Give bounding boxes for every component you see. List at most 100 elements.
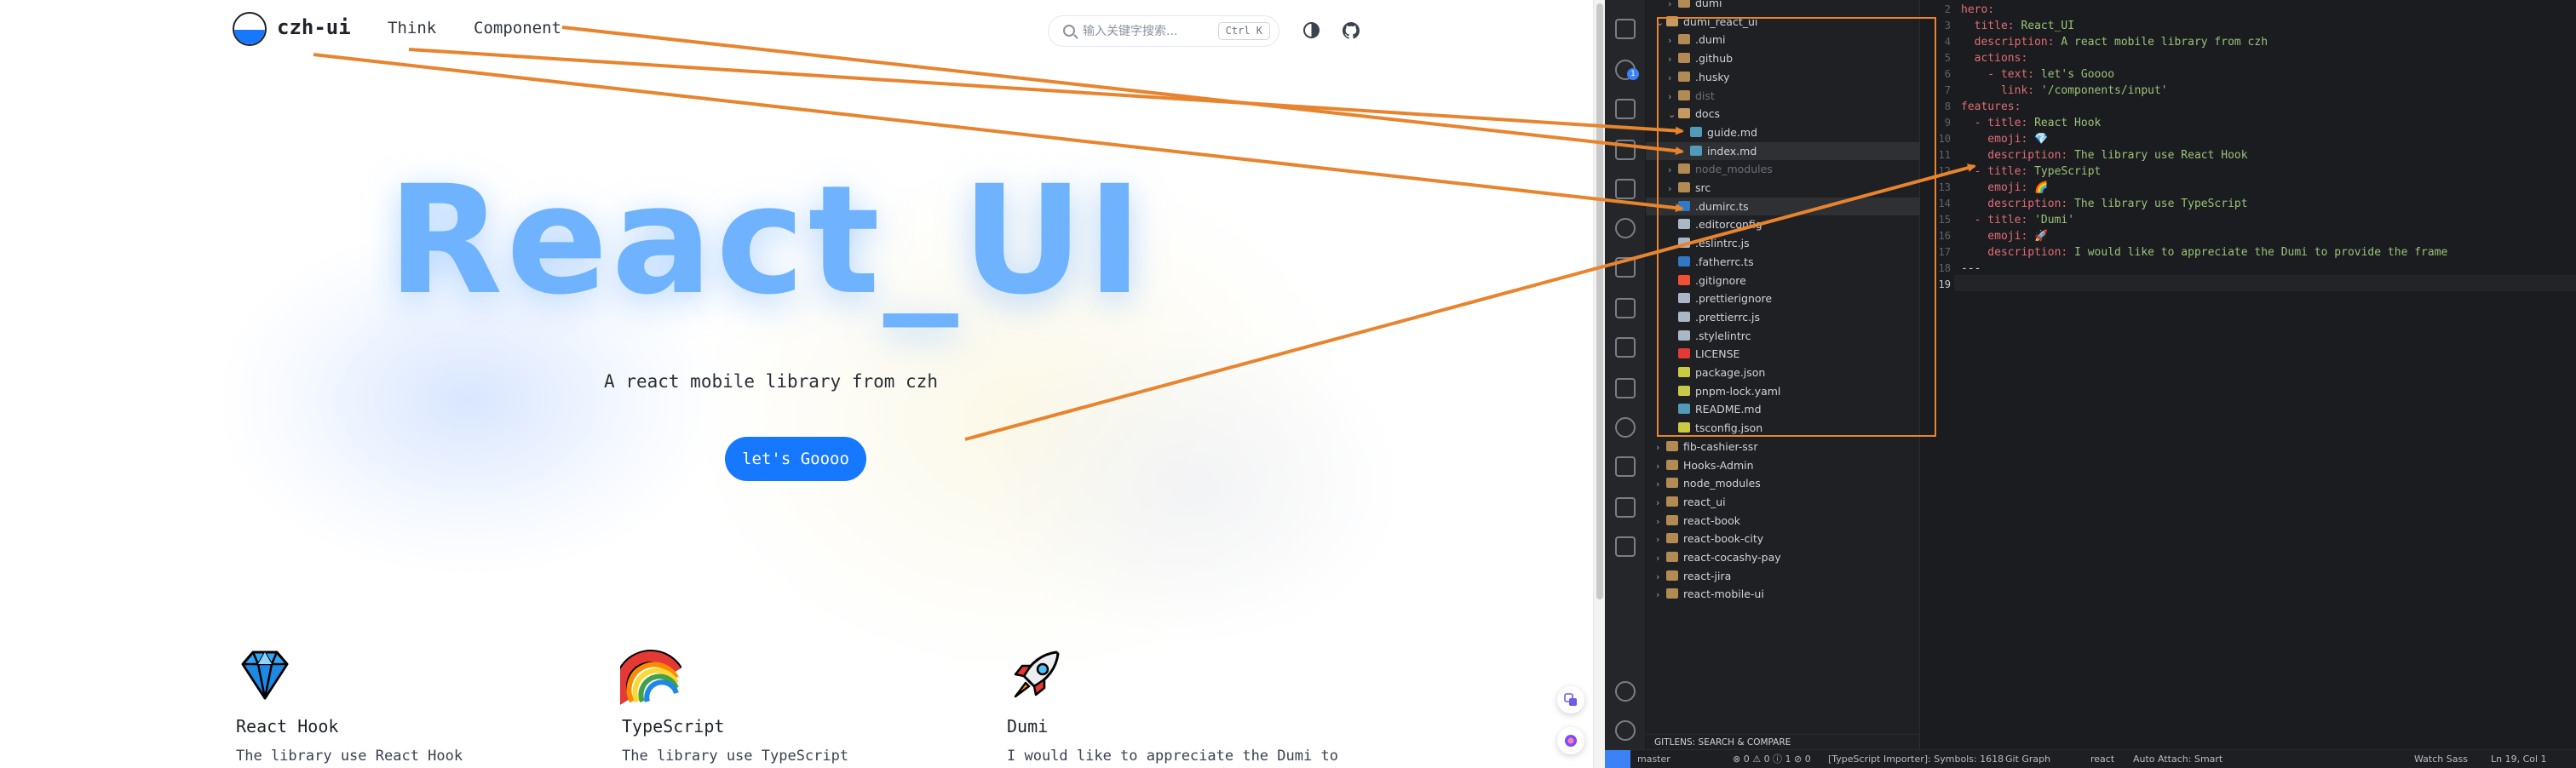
search-box[interactable]: Ctrl K <box>1048 15 1279 47</box>
explorer-item[interactable]: › react-cocashy-pay <box>1646 548 1920 566</box>
line-number: 10 <box>1938 133 1951 145</box>
explorer-item[interactable]: ›fib-cashier-ssr <box>1646 438 1920 456</box>
theme-toggle-icon[interactable] <box>1303 22 1320 38</box>
chevron-icon: › <box>1656 589 1660 601</box>
settings-gear-icon[interactable] <box>1615 720 1636 741</box>
search-shortcut-badge: Ctrl K <box>1217 22 1270 40</box>
hero-title-text: React_UI <box>387 153 1147 328</box>
search-icon <box>1063 25 1075 37</box>
layers-icon[interactable] <box>1615 337 1636 358</box>
status-react[interactable]: react <box>2090 754 2115 765</box>
yaml-key: emoji: <box>1961 181 2035 194</box>
code-line: actions: <box>1961 52 2028 65</box>
site-scrollbar-thumb[interactable] <box>1596 3 1603 599</box>
status-branch[interactable]: master <box>1637 754 1670 765</box>
float-translate-button[interactable] <box>1557 686 1584 714</box>
code-line: - title: 'Dumi' <box>1961 214 2074 226</box>
explorer-item-label: dist <box>1695 89 1715 102</box>
yaml-key: emoji: <box>1961 133 2035 146</box>
folder-file-icon <box>1666 459 1678 470</box>
yaml-key: - text: <box>1961 68 2041 81</box>
explorer-item-label: Hooks-Admin <box>1683 458 1754 472</box>
chevron-icon: › <box>1656 479 1660 490</box>
package-icon[interactable] <box>1615 378 1636 398</box>
code-line: description: I would like to appreciate … <box>1961 246 2447 259</box>
yaml-key: description: <box>1961 36 2061 49</box>
thunder-client-icon[interactable] <box>1615 417 1636 438</box>
status-git-graph[interactable]: Git Graph <box>2005 754 2051 765</box>
remote-indicator[interactable] <box>1605 750 1630 768</box>
github-icon[interactable] <box>1343 22 1360 39</box>
yaml-key: - title: <box>1961 214 2035 226</box>
explorer-item-label: react-jira <box>1683 569 1732 582</box>
yaml-value: '/components/input' <box>2040 84 2168 97</box>
brand-name[interactable]: czh-ui <box>277 15 351 39</box>
accounts-icon[interactable] <box>1615 681 1636 702</box>
explorer-item[interactable]: ›react_ui <box>1646 493 1920 511</box>
code-line: description: The library use TypeScript <box>1961 198 2247 210</box>
explorer-item-label: react-cocashy-pay <box>1683 551 1781 564</box>
code-line: description: The library use React Hook <box>1961 149 2247 162</box>
status-cursor-position[interactable]: Ln 19, Col 1 <box>2491 754 2547 765</box>
feature-description: The library use React Hook <box>236 748 463 765</box>
feature-title: Dumi <box>1007 716 1049 736</box>
explorer-item[interactable]: ›dumi <box>1646 0 1920 12</box>
yaml-value: let's Goooo <box>2040 68 2115 81</box>
explorer-item[interactable]: index.md <box>1646 141 1920 160</box>
explorer-item[interactable]: ›react-book-city <box>1646 530 1920 547</box>
docker-icon[interactable] <box>1615 257 1636 278</box>
explorer-item[interactable]: ›react-mobile-ui <box>1646 585 1920 603</box>
share-icon[interactable] <box>1615 456 1636 477</box>
bookmark-icon[interactable] <box>1615 536 1636 557</box>
nav-component[interactable]: Component <box>474 19 561 37</box>
database-icon[interactable] <box>1615 298 1636 318</box>
explorer-item[interactable]: ›Hooks-Admin <box>1646 456 1920 474</box>
code-line: - title: React Hook <box>1961 117 2102 129</box>
yaml-key: actions: <box>1961 52 2028 65</box>
explorer-item-label: node_modules <box>1683 477 1761 490</box>
code-line: emoji: 🚀 <box>1961 230 2048 243</box>
explorer-item[interactable]: guide.md <box>1646 123 1920 141</box>
float-assistant-button[interactable] <box>1557 727 1584 754</box>
line-number: 8 <box>1944 100 1951 112</box>
yaml-key: features: <box>1961 100 2021 113</box>
explorer-item-label: .husky <box>1695 70 1730 83</box>
folder-file-icon <box>1666 478 1678 489</box>
hero-action-button[interactable]: let's Goooo <box>725 437 866 481</box>
site-header: czh-ui Think Component Ctrl K <box>0 0 1593 61</box>
explorer-item[interactable]: ›react-jira <box>1646 567 1920 585</box>
chevron-icon: › <box>1656 553 1660 564</box>
hero-title: React_UI <box>0 153 1593 328</box>
yaml-key: - title: <box>1961 117 2035 129</box>
yaml-key: emoji: <box>1961 230 2035 243</box>
brand-logo-icon[interactable] <box>233 12 267 46</box>
yaml-key: title: <box>1961 20 2021 32</box>
extensions-icon[interactable] <box>1615 140 1636 160</box>
annotation-highlight-box <box>1657 17 1936 437</box>
feature-description: The library use TypeScript <box>622 748 849 765</box>
search-input[interactable] <box>1083 22 1219 41</box>
status-problems[interactable]: ⊗ 0 ⚠ 0 ⓘ 1 <box>1733 754 1791 765</box>
yaml-value: 💎 <box>2034 133 2049 146</box>
assistant-icon <box>1565 735 1577 747</box>
site-scrollbar[interactable] <box>1593 0 1605 768</box>
nav-think[interactable]: Think <box>388 19 437 37</box>
folder-file-icon <box>1666 588 1678 599</box>
folder-icon[interactable] <box>1615 497 1636 518</box>
run-debug-icon[interactable] <box>1615 99 1636 119</box>
status-auto-attach[interactable]: Auto Attach: Smart <box>2133 754 2223 765</box>
explorer-item[interactable]: ›react-book <box>1646 512 1920 530</box>
remote-explorer-icon[interactable] <box>1615 179 1636 199</box>
md-file-icon <box>1690 145 1702 156</box>
explorer-item-label: docs <box>1695 107 1720 121</box>
explorer-item[interactable]: › node_modules <box>1646 474 1920 492</box>
gitlens-icon[interactable] <box>1615 218 1636 238</box>
gitlens-panel-header[interactable]: GITLENS: SEARCH & COMPARE <box>1646 734 1920 749</box>
status-ports[interactable]: ⊘ 0 <box>1794 754 1811 765</box>
explorer-icon[interactable] <box>1615 19 1636 39</box>
status-watch-sass[interactable]: Watch Sass <box>2414 754 2468 765</box>
hero-description: A react mobile library from czh <box>0 371 1593 392</box>
code-line: emoji: 💎 <box>1961 133 2048 146</box>
yaml-value: 🌈 <box>2034 181 2049 194</box>
